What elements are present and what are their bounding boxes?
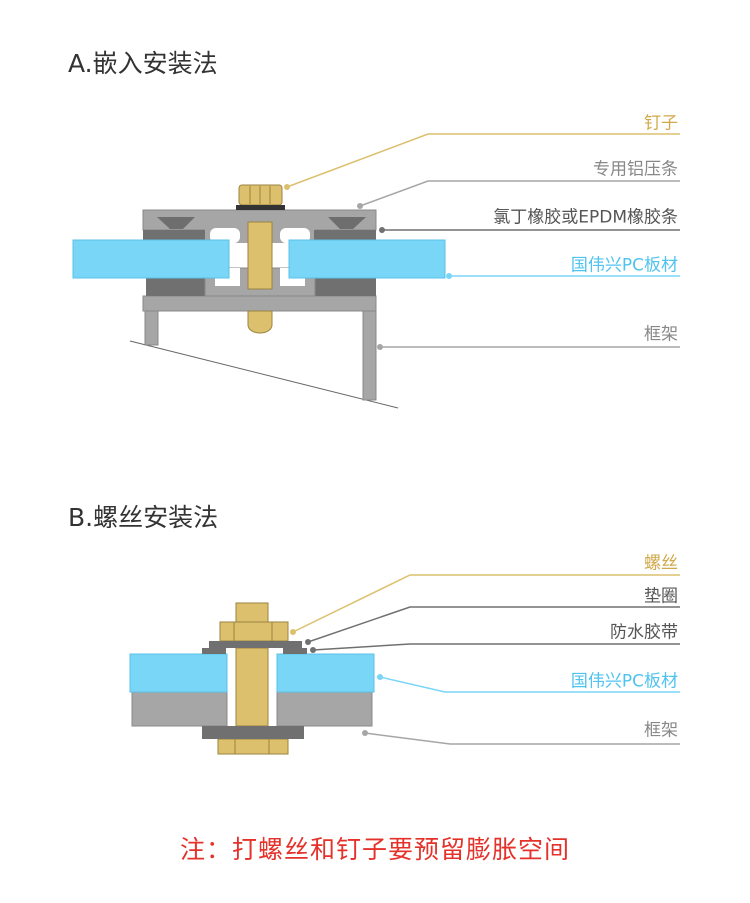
label-nail: 钉子 (644, 113, 678, 134)
frame-left (131, 691, 228, 727)
pc-panel-left (72, 239, 230, 279)
label-pc-panel-a: 国伟兴PC板材 (570, 255, 678, 276)
frame (142, 295, 377, 401)
nail (236, 184, 285, 334)
label-pc-panel-b: 国伟兴PC板材 (570, 671, 678, 692)
label-frame-a: 框架 (644, 324, 678, 345)
label-tape: 防水胶带 (610, 622, 678, 643)
label-washer: 垫圈 (644, 586, 678, 607)
label-aluminum-strip: 专用铝压条 (593, 159, 678, 180)
leader-lines-a (284, 133, 680, 350)
bottom-washer (202, 726, 304, 739)
screw (217, 602, 289, 755)
washer (209, 641, 302, 648)
tape-right (283, 648, 307, 654)
embedded-install-drawing (72, 133, 680, 409)
slope-line (129, 340, 399, 409)
pc-panel-left (129, 653, 228, 693)
screw-install-drawing (129, 574, 680, 755)
label-screw: 螺丝 (644, 553, 678, 574)
section-a-title: A.嵌入安装法 (68, 49, 218, 78)
section-b-title: B.螺丝安装法 (68, 503, 219, 532)
pc-panel-right (276, 653, 375, 693)
frame-right (276, 691, 373, 727)
tape-left (202, 648, 226, 654)
leader-lines-b (290, 574, 680, 745)
pc-panel-right (288, 239, 446, 279)
expansion-note: 注：打螺丝和钉子要预留膨胀空间 (179, 835, 570, 864)
label-frame-b: 框架 (644, 720, 678, 741)
label-rubber: 氯丁橡胶或EPDM橡胶条 (493, 207, 678, 228)
